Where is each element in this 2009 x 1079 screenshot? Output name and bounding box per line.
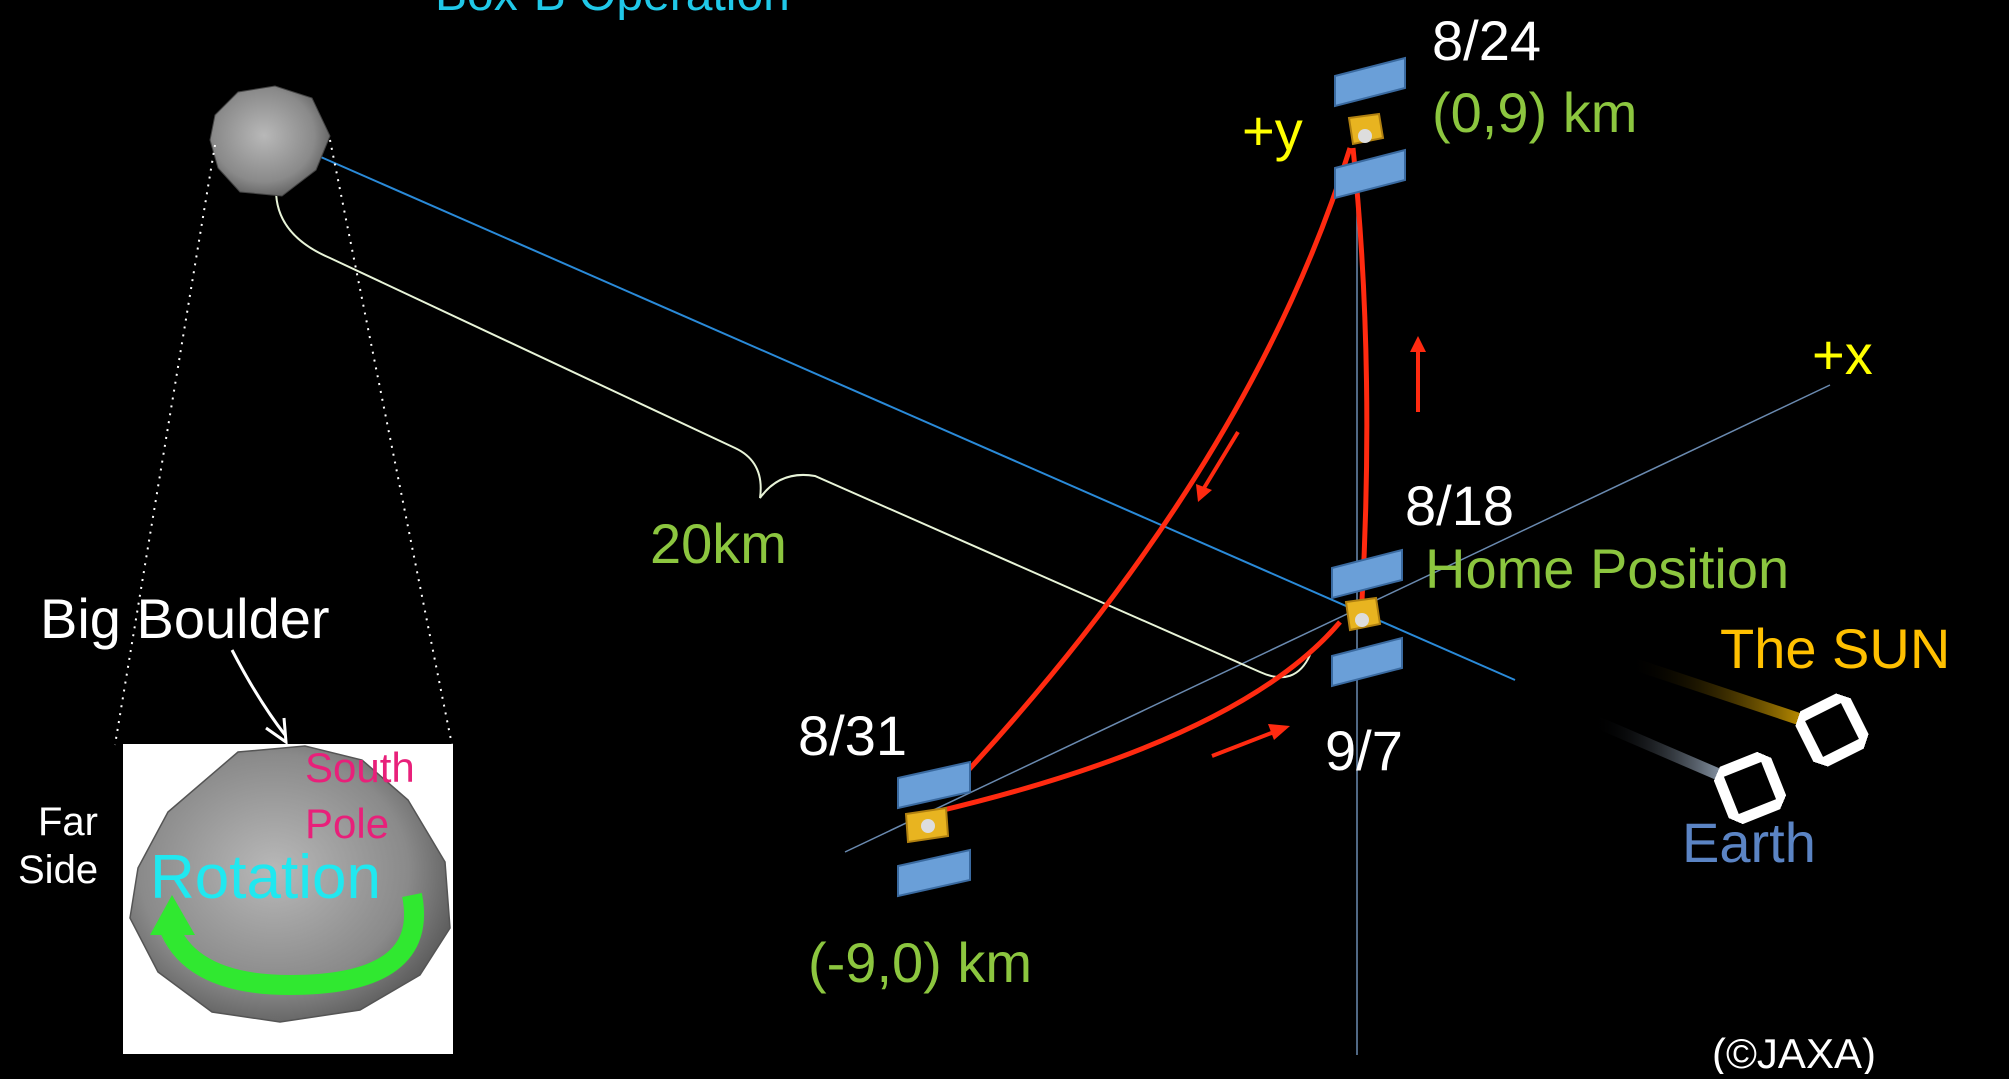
far-side-line-1: Far (38, 800, 98, 844)
rotation-arrow-icon (158, 893, 424, 996)
south-pole-label: South Pole (305, 744, 426, 847)
spacecraft-icon (1334, 56, 1406, 200)
distance-label: 20km (650, 512, 787, 575)
coord-label-824: (0,9) km (1432, 81, 1637, 144)
far-side-line-2: Side (18, 848, 98, 892)
asteroid-icon (209, 85, 331, 197)
asteroid-enlarged-icon (129, 745, 451, 1023)
date-label-831: 8/31 (798, 704, 907, 767)
date-label-97: 9/7 (1325, 719, 1403, 782)
axis-label-y: +y (1242, 99, 1303, 162)
x-axis-line (844, 384, 1831, 853)
spacecraft-icon (1331, 548, 1403, 688)
red-direction-arrow-icon (1410, 336, 1426, 412)
south-pole-line-2: Pole (305, 800, 389, 847)
boulder-pointer-arrowhead (265, 717, 288, 746)
date-label-824: 8/24 (1432, 9, 1541, 72)
coord-label-831: (-9,0) km (808, 931, 1032, 994)
trajectory-home-to-824 (1350, 147, 1370, 601)
diagram-title: Box-B Operation (435, 0, 790, 21)
rotation-label: Rotation (150, 843, 381, 912)
spacecraft-icon (897, 760, 971, 898)
trajectory-831-to-97 (934, 620, 1342, 815)
far-side-label: Far Side (18, 800, 109, 892)
rotation-arrowhead-icon (150, 895, 195, 935)
axis-label-x: +x (1812, 323, 1873, 386)
red-direction-arrow-icon (1196, 430, 1240, 502)
red-direction-arrow-icon (1211, 724, 1290, 758)
sun-direction-line (281, 139, 1516, 681)
home-position-label: Home Position (1425, 537, 1789, 600)
credit-label: (©JAXA) (1712, 1030, 1876, 1074)
distance-bracket (275, 189, 1311, 679)
zoom-line-right (329, 139, 453, 746)
sun-arrow-icon (1626, 656, 1832, 730)
date-label-818: 8/18 (1405, 474, 1514, 537)
zoom-line-left (114, 144, 216, 746)
earth-label: Earth (1682, 811, 1816, 874)
earth-arrow-icon (1589, 714, 1750, 788)
trajectory-824-to-831 (948, 147, 1353, 792)
boulder-pointer-arrow (230, 649, 287, 736)
big-boulder-label: Big Boulder (40, 587, 330, 650)
sun-label: The SUN (1720, 617, 1950, 680)
south-pole-line-1: South (305, 744, 415, 791)
